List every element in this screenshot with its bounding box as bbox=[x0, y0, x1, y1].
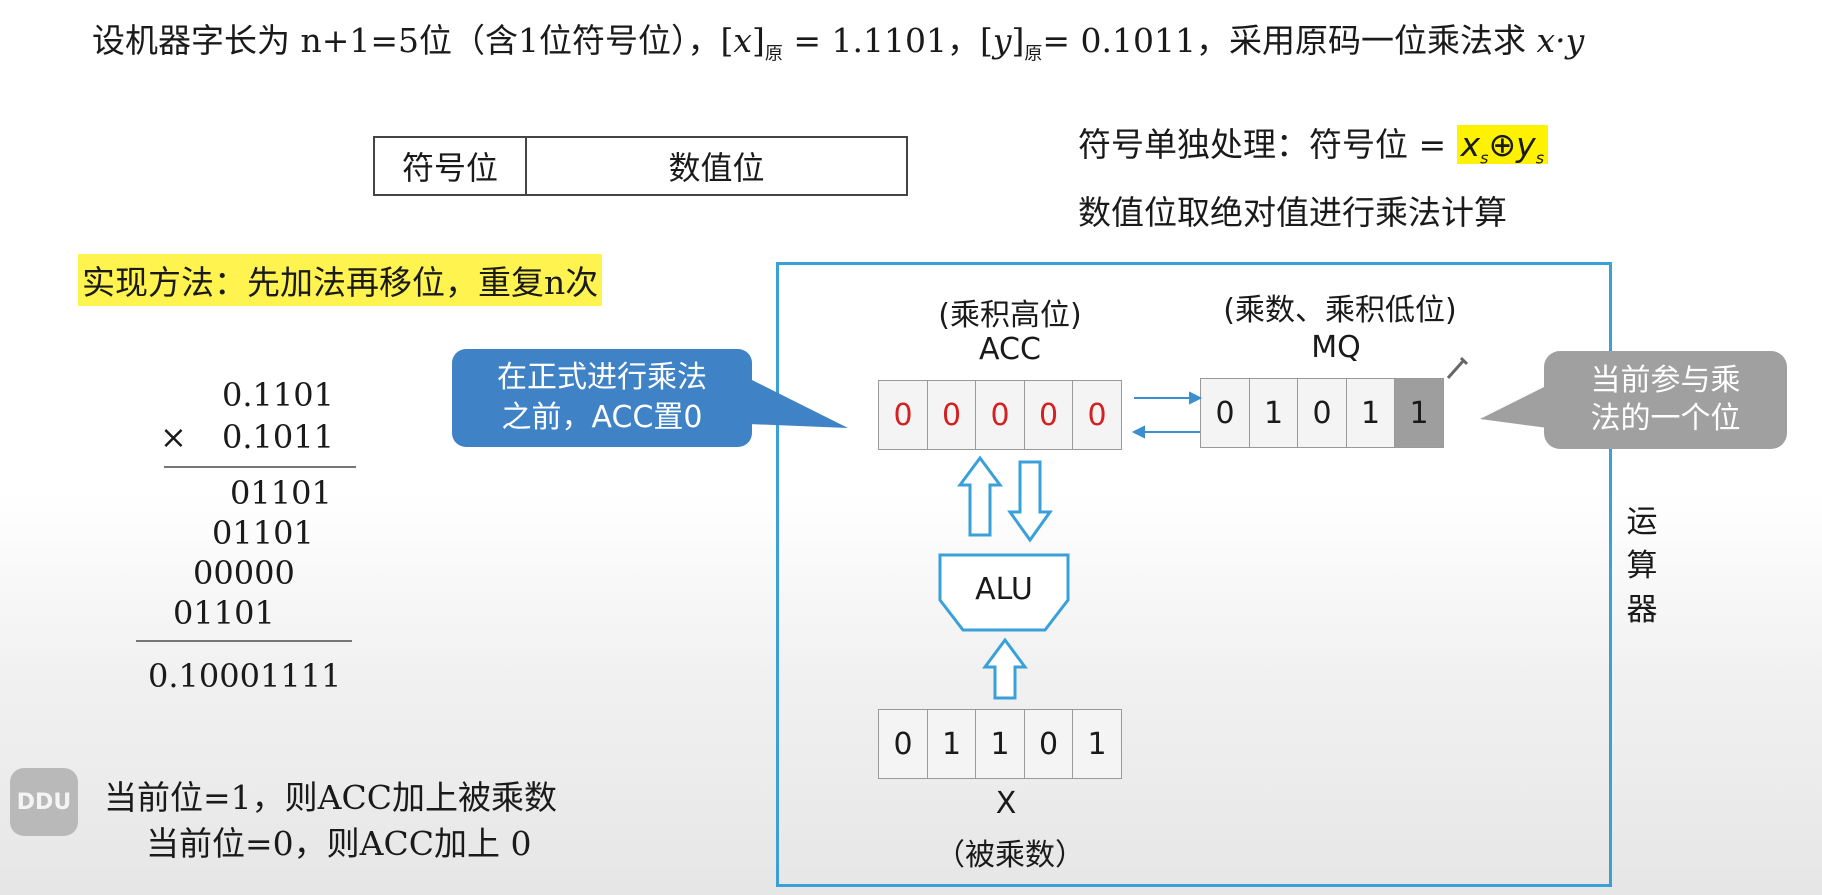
number-format-box: 符号位 数值位 bbox=[373, 136, 908, 196]
xs-var: x bbox=[1460, 125, 1481, 164]
current-bit-callout: 当前参与乘 法的一个位 bbox=[1544, 351, 1787, 449]
x-bit: 1 bbox=[975, 709, 1025, 779]
operator-label: 运 算 器 bbox=[1622, 500, 1662, 632]
x-to-alu-arrow bbox=[982, 637, 1028, 700]
acc-bit: 0 bbox=[878, 380, 928, 450]
mq-name: MQ bbox=[1311, 330, 1361, 365]
y-value: = 0.1011，采用原码一位乘法求 bbox=[1042, 21, 1537, 60]
acc-mq-arrows bbox=[1131, 391, 1203, 439]
xs-sub: s bbox=[1480, 148, 1489, 168]
calc-rule-2 bbox=[136, 640, 352, 642]
y-subscript: 原 bbox=[1024, 43, 1043, 65]
sign-processing-note: 符号单独处理：符号位 = xs⊕ys bbox=[1078, 118, 1549, 168]
mq-current-bit: 1 bbox=[1394, 378, 1444, 448]
x-value: = 1.1101， bbox=[782, 21, 981, 60]
operator-label-char: 器 bbox=[1626, 592, 1658, 628]
acc-description: (乘积高位) bbox=[938, 298, 1082, 333]
acc-register: 0 0 0 0 0 bbox=[878, 380, 1122, 450]
rule-bit-one: 当前位=1，则ACC加上被乘数 bbox=[104, 778, 557, 817]
right-callout-tail bbox=[1480, 385, 1548, 428]
pencil-icon bbox=[1446, 356, 1469, 379]
callout-left-line2: 之前，ACC置0 bbox=[501, 400, 703, 435]
x-bit: 0 bbox=[1023, 709, 1074, 779]
alu-to-acc-arrow bbox=[957, 455, 1003, 537]
title-prefix: 设机器字长为 n+1=5位（含1位符号位）， bbox=[92, 21, 721, 60]
calc-partial-1: 01101 bbox=[230, 474, 332, 512]
calc-partial-2: 01101 bbox=[212, 514, 314, 552]
calc-partial-3: 00000 bbox=[193, 554, 295, 592]
operator-label-char: 运 bbox=[1626, 504, 1658, 540]
acc-bit: 0 bbox=[926, 380, 977, 450]
abs-value-note: 数值位取绝对值进行乘法计算 bbox=[1078, 193, 1507, 232]
acc-bit: 0 bbox=[1023, 380, 1074, 450]
left-callout-tail bbox=[748, 378, 848, 428]
calc-rule-1 bbox=[164, 466, 356, 468]
y-var: y bbox=[992, 21, 1012, 60]
value-bits-cell: 数值位 bbox=[668, 149, 765, 187]
alu-shape bbox=[938, 553, 1070, 632]
operator-label-char: 算 bbox=[1626, 548, 1658, 584]
x-name: X bbox=[995, 786, 1017, 821]
acc-name: ACC bbox=[979, 332, 1041, 367]
mq-bit: 1 bbox=[1345, 378, 1396, 448]
calc-multiplier: 0.1011 bbox=[222, 418, 334, 456]
callout-left-line1: 在正式进行乘法 bbox=[497, 360, 707, 395]
acc-to-alu-arrow bbox=[1007, 460, 1053, 543]
mq-description: (乘数、乘积低位) bbox=[1223, 293, 1457, 328]
ys-var: y bbox=[1516, 125, 1536, 164]
sign-xor-formula: xs⊕ys bbox=[1456, 125, 1549, 168]
watermark-logo: DDU bbox=[10, 768, 78, 836]
method-note: 实现方法：先加法再移位，重复n次 bbox=[78, 254, 603, 306]
x-register: 0 1 1 0 1 bbox=[878, 709, 1122, 779]
acc-bit: 0 bbox=[1072, 380, 1122, 450]
callout-right-line2: 法的一个位 bbox=[1590, 401, 1741, 436]
calc-times-sign: × bbox=[160, 418, 187, 456]
calc-result: 0.10001111 bbox=[148, 657, 342, 695]
ys-sub: s bbox=[1535, 148, 1545, 168]
mq-register: 0 1 0 1 1 bbox=[1200, 378, 1444, 448]
x-description: （被乘数） bbox=[935, 838, 1085, 873]
rule-bit-zero: 当前位=0，则ACC加上 0 bbox=[146, 824, 532, 863]
calc-partial-4: 01101 bbox=[173, 594, 275, 632]
acc-reset-callout: 在正式进行乘法 之前，ACC置0 bbox=[452, 349, 752, 447]
sign-bit-cell: 符号位 bbox=[375, 138, 527, 194]
x-var: x bbox=[733, 21, 753, 60]
problem-statement: 设机器字长为 n+1=5位（含1位符号位），[x]原 = 1.1101，[y]原… bbox=[92, 21, 1585, 65]
alu-label: ALU bbox=[975, 572, 1033, 607]
calc-multiplicand: 0.1101 bbox=[222, 376, 334, 414]
sign-note-text: 符号单独处理：符号位 = bbox=[1078, 125, 1457, 164]
x-subscript: 原 bbox=[764, 43, 783, 65]
mq-bit: 0 bbox=[1200, 378, 1250, 448]
x-bit: 1 bbox=[1072, 709, 1122, 779]
xor-op: ⊕ bbox=[1488, 125, 1517, 164]
callout-right-line1: 当前参与乘 bbox=[1590, 363, 1741, 398]
operator-frame bbox=[776, 262, 1612, 887]
product-expr: x·y bbox=[1536, 21, 1585, 60]
